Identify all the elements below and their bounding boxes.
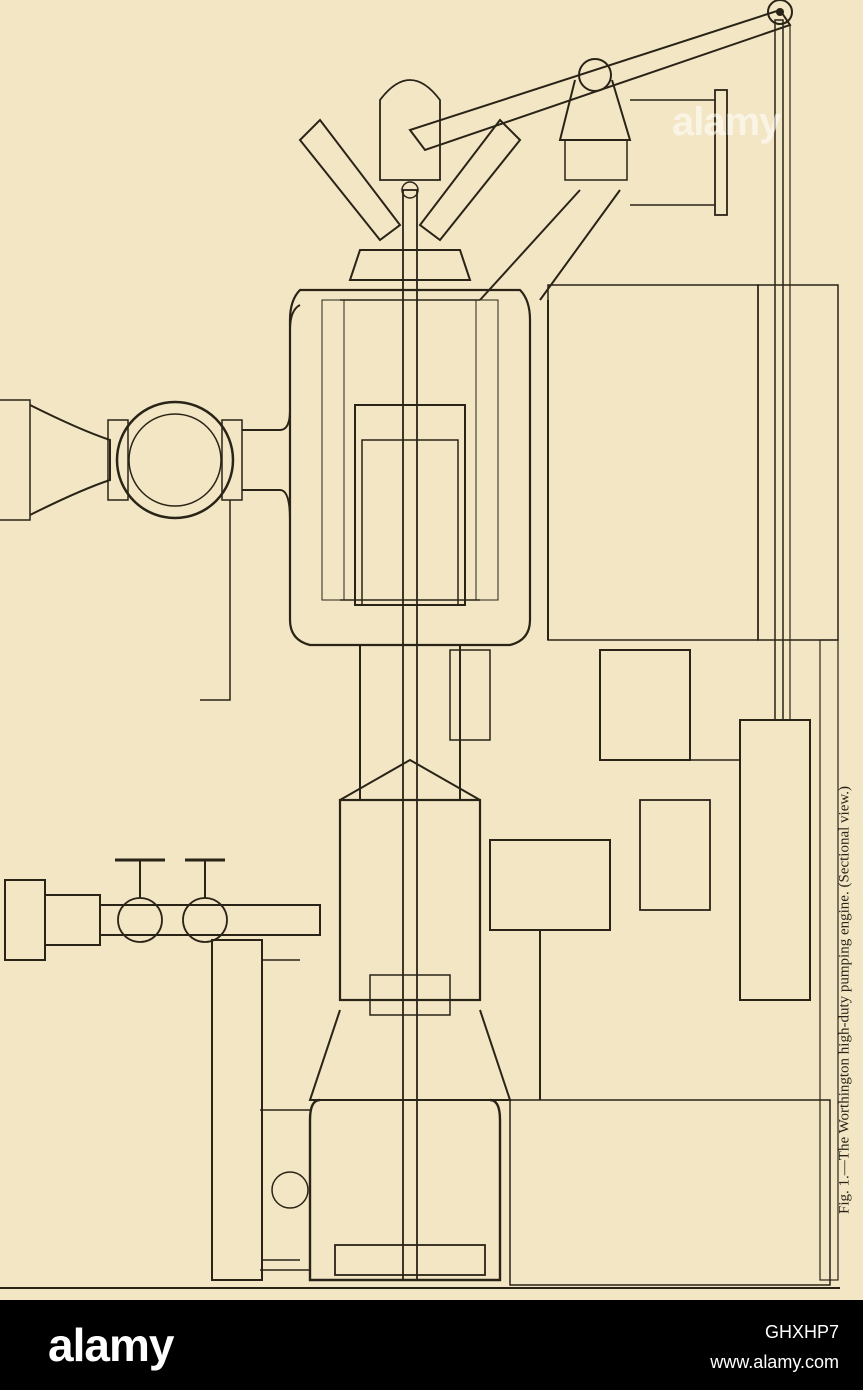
- watermark-text: alamy: [672, 100, 781, 144]
- footer-url[interactable]: www.alamy.com: [710, 1352, 839, 1372]
- brick-foundation-lower: [509, 1099, 831, 1286]
- throttle-valves: [4, 858, 321, 961]
- high-pressure-cylinder: [288, 288, 532, 647]
- steam-inlet: [0, 304, 301, 701]
- brick-foundation-upper: [547, 284, 839, 641]
- brick-pier-right: [819, 639, 839, 1281]
- compensating-cylinders: [298, 79, 522, 281]
- footer-logo: alamy: [48, 1319, 174, 1371]
- figure-caption: Fig. 1.—The Worthington high-duty pumpin…: [836, 786, 853, 1214]
- low-pressure-cylinder: [260, 1009, 512, 1282]
- intermediate-section: [338, 645, 491, 1016]
- piston-rod: [402, 189, 418, 1281]
- walking-beam: [408, 0, 793, 301]
- engraving-plate: alamy Fig. 1.—The Worthington high-duty …: [0, 0, 863, 1300]
- pump-chambers: [489, 649, 811, 1100]
- pumping-engine-drawing: [0, 0, 840, 1289]
- footer-bar: alamy GHXHP7 www.alamy.com: [0, 1300, 863, 1390]
- image-id-label: GHXHP7: [764, 1322, 839, 1342]
